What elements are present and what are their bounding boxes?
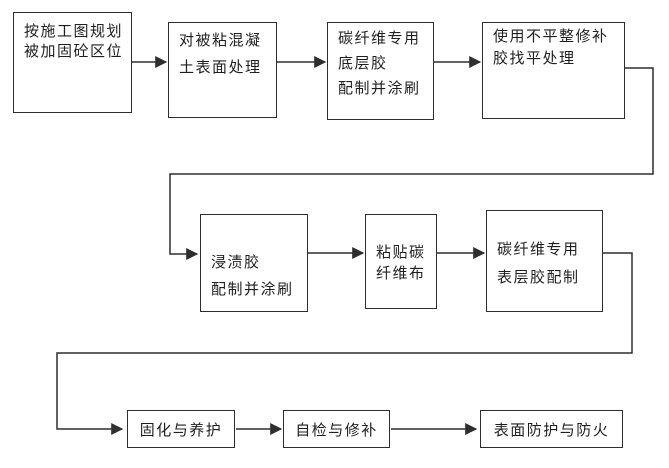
flow-step-2-surface-treatment: 对被粘混凝 土表面处理 (168, 22, 277, 118)
flow-step-6-line-1: 粘贴碳 (376, 244, 426, 261)
flow-step-8-line-1: 固化与养护 (139, 421, 223, 439)
flow-step-1-line-2: 被加固砼区位 (24, 43, 124, 60)
flow-step-1-plan-area: 按施工图规划 被加固砼区位 (13, 12, 132, 113)
flow-step-9-line-1: 自检与修补 (295, 421, 378, 439)
flow-step-5-impregnating-adhesive: 浸渍胶 配制并涂刷 (200, 214, 308, 312)
flow-step-7-top-coat-adhesive: 碳纤维专用 表层胶配制 (486, 210, 603, 312)
flow-step-9-self-check-repair: 自检与修补 (283, 410, 390, 448)
flow-step-4-line-1: 使用不平整修补 (493, 28, 609, 45)
flow-step-8-curing-maintenance: 固化与养护 (127, 410, 235, 448)
flow-step-3-line-3: 配制并涂刷 (338, 80, 421, 97)
flow-step-5-line-1: 浸渍胶 (211, 254, 261, 271)
flow-step-7-line-2: 表层胶配制 (497, 269, 580, 286)
flow-step-10-line-1: 表面防护与防火 (493, 421, 610, 439)
flow-step-5-line-2: 配制并涂刷 (211, 281, 294, 298)
flow-step-4-leveling-treatment: 使用不平整修补 胶找平处理 (482, 22, 625, 119)
edge-step7-to-step8 (56, 252, 633, 435)
flow-step-7-line-1: 碳纤维专用 (497, 241, 580, 258)
flow-step-6-paste-fiber-cloth: 粘贴碳 纤维布 (365, 214, 437, 309)
flow-step-6-line-2: 纤维布 (376, 265, 426, 282)
flow-step-10-surface-protection: 表面防护与防火 (480, 410, 623, 448)
flow-step-1-line-1: 按施工图规划 (24, 23, 124, 40)
flow-step-2-line-1: 对被粘混凝 (179, 32, 262, 49)
flow-step-3-primer-adhesive: 碳纤维专用 底层胶 配制并涂刷 (327, 22, 434, 120)
flow-step-2-line-2: 土表面处理 (179, 59, 262, 76)
flow-step-3-line-2: 底层胶 (338, 55, 388, 72)
edge-step4-to-step5 (169, 67, 654, 260)
flow-step-4-line-2: 胶找平处理 (493, 50, 576, 67)
flow-step-3-line-1: 碳纤维专用 (338, 30, 421, 47)
